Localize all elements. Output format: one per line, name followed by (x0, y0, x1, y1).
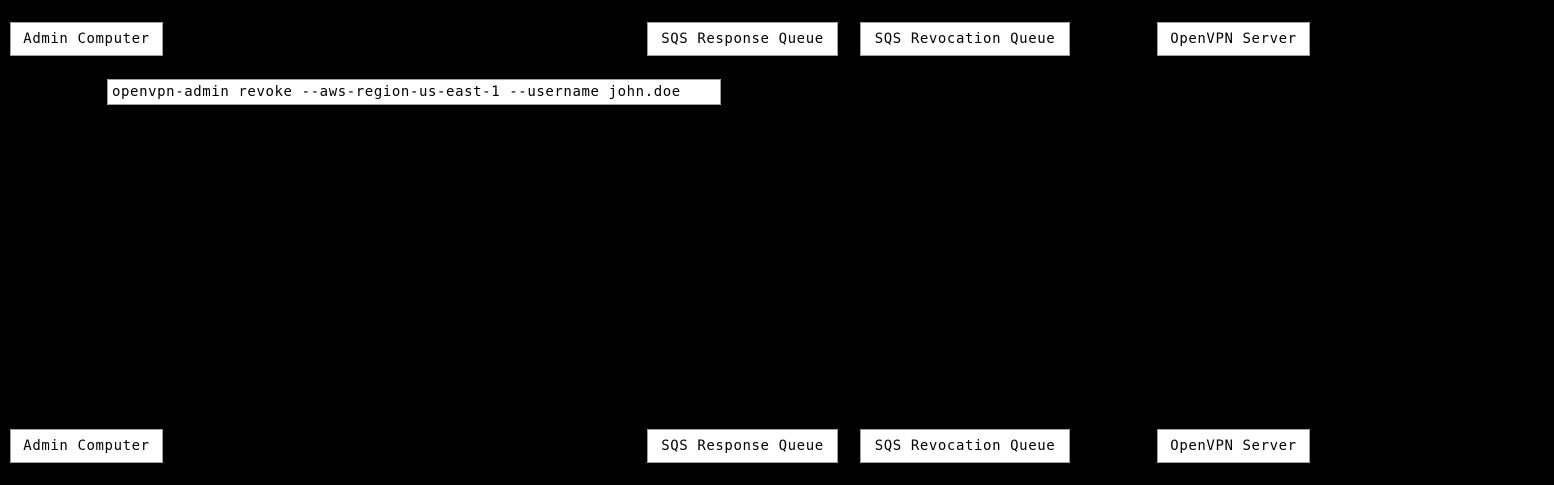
participant-header-openvpn-server[interactable]: OpenVPN Server (1157, 22, 1310, 56)
participant-footer-admin-computer[interactable]: Admin Computer (10, 429, 163, 463)
message-label-revoke-command[interactable]: openvpn-admin revoke --aws-region-us-eas… (107, 79, 721, 105)
participant-header-admin-computer[interactable]: Admin Computer (10, 22, 163, 56)
lifeline-sqs-response-queue (742, 56, 743, 429)
lifeline-sqs-revocation-queue (964, 56, 965, 429)
participant-footer-openvpn-server[interactable]: OpenVPN Server (1157, 429, 1310, 463)
lifeline-openvpn-server (1233, 56, 1234, 429)
lifeline-admin-computer (86, 56, 87, 429)
participant-header-sqs-revocation-queue[interactable]: SQS Revocation Queue (860, 22, 1070, 56)
participant-header-sqs-response-queue[interactable]: SQS Response Queue (647, 22, 838, 56)
participant-footer-sqs-response-queue[interactable]: SQS Response Queue (647, 429, 838, 463)
participant-footer-sqs-revocation-queue[interactable]: SQS Revocation Queue (860, 429, 1070, 463)
